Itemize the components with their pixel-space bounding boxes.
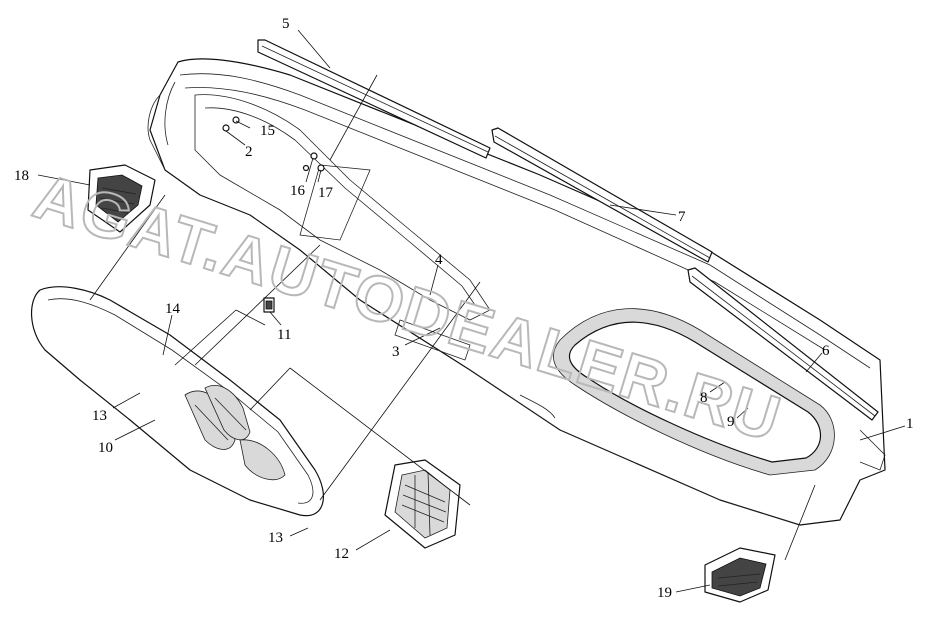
dashboard-panel	[147, 58, 886, 526]
callout-12: 12	[334, 546, 349, 562]
callout-3: 3	[392, 344, 400, 360]
callout-13-bottom: 13	[268, 530, 283, 546]
center-vent-12	[384, 459, 461, 549]
callout-4: 4	[435, 252, 443, 268]
side-vent-19	[704, 547, 776, 603]
leader-lines	[37, 29, 906, 593]
callout-5: 5	[282, 16, 290, 32]
callout-labels: 1 2 3 4 5 6 7 8 9 10 11 12 13 13 14 15 1…	[14, 16, 914, 601]
callout-7: 7	[678, 209, 686, 225]
callout-18: 18	[14, 168, 29, 184]
callout-15: 15	[260, 123, 275, 139]
callout-6: 6	[822, 343, 830, 359]
callout-1: 1	[906, 416, 914, 432]
defroster-strip-7	[491, 127, 713, 263]
defroster-strip-5	[257, 39, 491, 159]
callout-19: 19	[657, 585, 672, 601]
callout-8: 8	[700, 390, 708, 406]
callout-11: 11	[277, 327, 291, 343]
clip-11	[263, 297, 275, 313]
defroster-strip-6	[687, 267, 879, 421]
callout-17: 17	[318, 185, 334, 201]
callout-9: 9	[727, 414, 735, 430]
callout-13-left: 13	[92, 408, 107, 424]
instrument-bezel-10	[30, 286, 324, 517]
callout-2: 2	[245, 144, 253, 160]
side-vent-18	[87, 164, 156, 233]
callout-14: 14	[165, 301, 181, 317]
callout-16: 16	[290, 183, 306, 199]
callout-10: 10	[98, 440, 113, 456]
